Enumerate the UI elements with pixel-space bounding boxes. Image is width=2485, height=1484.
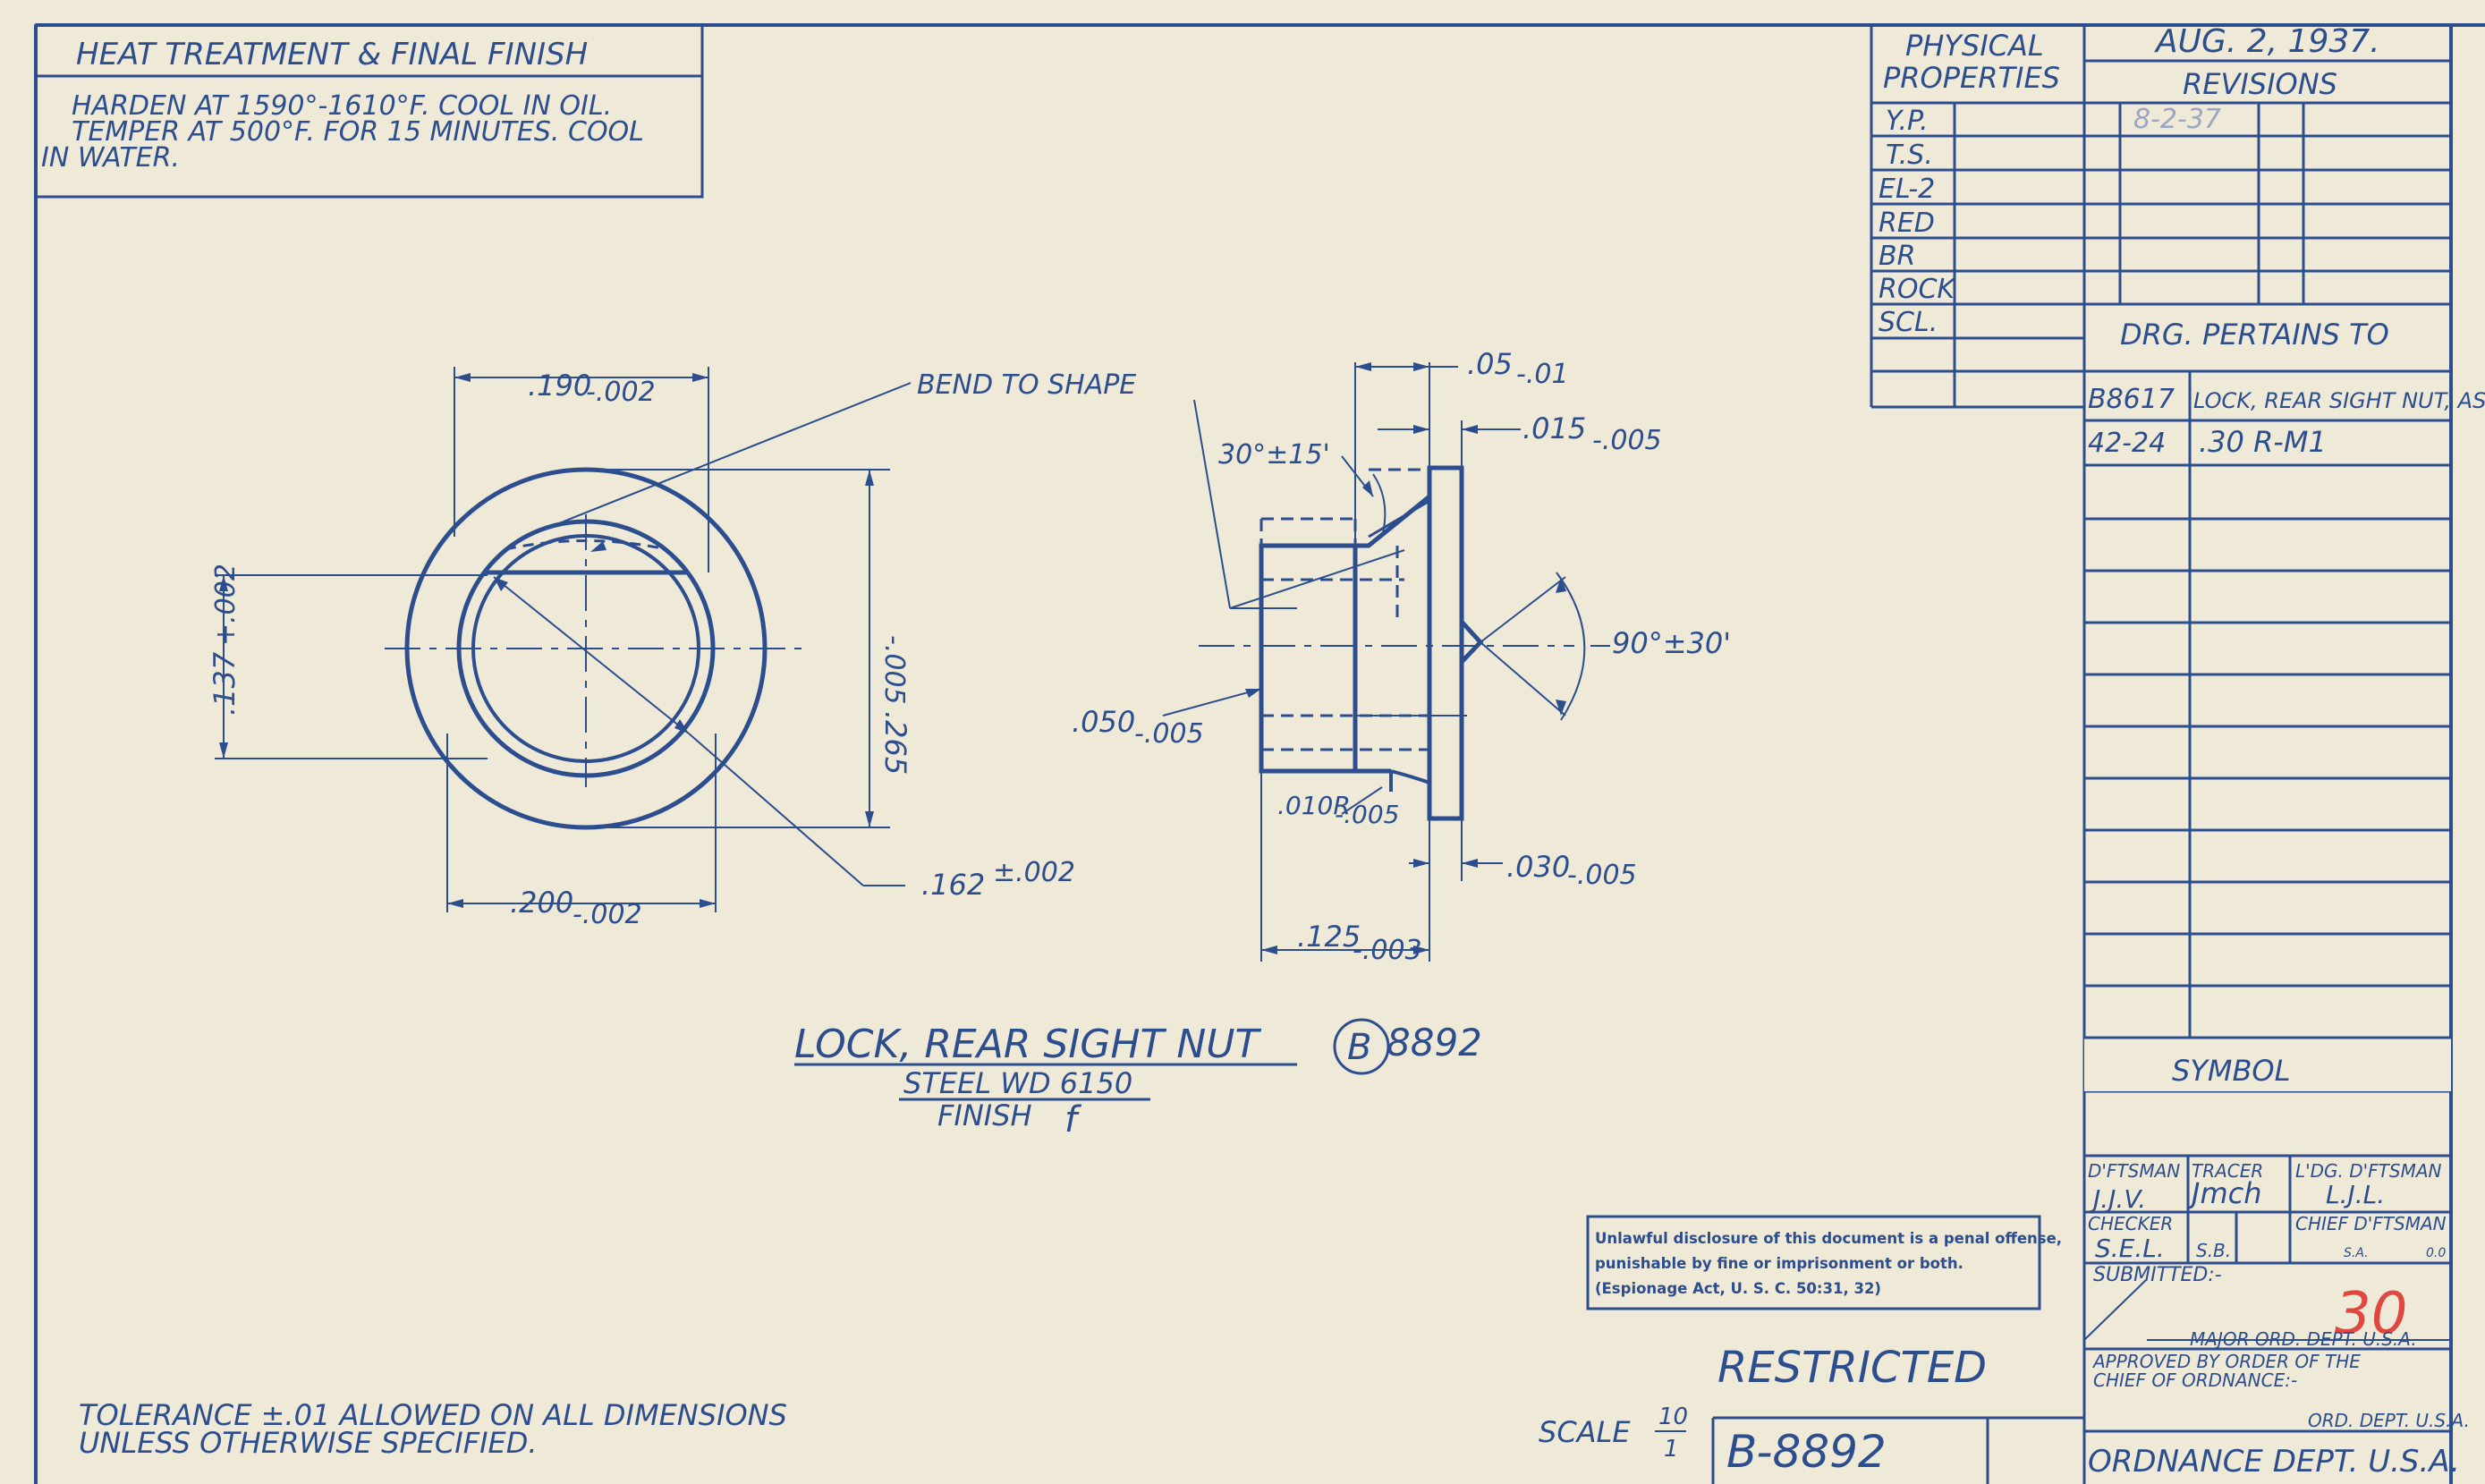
dim-shank: .050: [1072, 705, 1135, 739]
physical-properties-title-2: PROPERTIES: [1883, 61, 2060, 95]
dim-bottom-width-tol: -.002: [572, 899, 642, 930]
scale-block: SCALE 10 1: [1539, 1403, 1688, 1463]
espionage-warning-stamp: Unlawful disclosure of this document is …: [1586, 1215, 2062, 1310]
symbol-label: SYMBOL: [2172, 1054, 2290, 1088]
signature-checker-2: S.B.: [2196, 1240, 2231, 1261]
dim-left-height: .137: [208, 651, 242, 716]
dim-right-height-tol: -.005: [878, 635, 910, 705]
signature-tracer: Jmch: [2186, 1176, 2261, 1210]
part-finish: FINISH: [937, 1098, 1032, 1132]
dim-radius-tol: -.005: [1335, 800, 1399, 829]
pertains-row1-desc: LOCK, REAR SIGHT NUT, ASM.: [2193, 388, 2485, 413]
heat-treatment-line-3: IN WATER.: [41, 142, 180, 174]
heat-treatment-box: HEAT TREATMENT & FINAL FINISH HARDEN AT …: [34, 23, 704, 199]
label-draftsman: D'FTSMAN: [2088, 1160, 2180, 1182]
revisions-block: AUG. 2, 1937. REVISIONS 8-2-37: [2084, 23, 2451, 304]
drawing-number: B-8892: [1726, 1426, 1887, 1478]
tolerance-line-2: UNLESS OTHERWISE SPECIFIED.: [79, 1426, 538, 1460]
drawing-number-block: B-8892: [1711, 1416, 2084, 1484]
front-view-drawing: [215, 367, 912, 912]
physical-properties-table: PHYSICAL PROPERTIES Y.P. T.S. EL-2 RED B…: [1870, 25, 2451, 1484]
part-title: LOCK, REAR SIGHT NUT: [794, 1022, 1261, 1067]
signature-leading: L.J.L.: [2326, 1180, 2385, 1209]
label-ordnance-dept: ORDNANCE DEPT. U.S.A.: [2088, 1444, 2460, 1480]
revisions-date: AUG. 2, 1937.: [2154, 23, 2380, 60]
scale-numerator: 10: [1658, 1403, 1688, 1430]
signature-checker: S.E.L.: [2095, 1234, 2165, 1263]
signature-chief-2: 0.0: [2426, 1246, 2446, 1260]
pertains-row1-code: B8617: [2088, 384, 2175, 415]
property-br: BR: [1879, 241, 1915, 272]
side-view-arrowheads: [1245, 362, 1566, 954]
label-checker: CHECKER: [2088, 1213, 2173, 1234]
dim-vee-angle: 90°±30': [1612, 626, 1731, 660]
pertains-row2-desc: .30 R-M1: [2199, 425, 2327, 459]
front-view-arrowheads: [219, 373, 874, 908]
scale-label: SCALE: [1539, 1415, 1631, 1449]
scale-denominator: 1: [1664, 1436, 1679, 1463]
dim-inner-diameter: .162: [921, 868, 985, 902]
part-class-letter: B: [1347, 1027, 1371, 1068]
heat-treatment-title: HEAT TREATMENT & FINAL FINISH: [76, 37, 588, 72]
dim-shank-tol: -.005: [1134, 718, 1204, 750]
part-number: 8892: [1387, 1021, 1482, 1064]
dim-overall-length-tol: -.003: [1353, 935, 1422, 966]
dim-overall-length: .125: [1297, 920, 1361, 954]
property-ts: T.S.: [1886, 140, 1933, 171]
pertains-title: DRG. PERTAINS TO: [2120, 318, 2389, 352]
revisions-title: REVISIONS: [2183, 67, 2337, 101]
signature-block: D'FTSMAN TRACER L'DG. D'FTSMAN J.J.V. Jm…: [2083, 1154, 2470, 1480]
dim-flange-thickness: .015: [1522, 411, 1586, 445]
property-yp: Y.P.: [1886, 106, 1929, 137]
label-approved-1: APPROVED BY ORDER OF THE: [2091, 1351, 2361, 1372]
page-number: 30: [2335, 1281, 2407, 1347]
label-submitted: SUBMITTED:-: [2093, 1264, 2222, 1286]
revision-entry: 8-2-37: [2133, 104, 2221, 135]
dim-top-width-tol: -.002: [586, 377, 656, 408]
part-class-circle: [1333, 1018, 1390, 1075]
label-major: MAJOR ORD. DEPT. U.S.A.: [2190, 1328, 2417, 1350]
part-title-block: LOCK, REAR SIGHT NUT B 8892 STEEL WD 615…: [794, 1018, 1482, 1141]
dim-flange-top-tol: -.01: [1516, 359, 1569, 390]
label-ord-dept: ORD. DEPT. U.S.A.: [2308, 1410, 2470, 1431]
tolerance-line-1: TOLERANCE ±.01 ALLOWED ON ALL DIMENSIONS: [79, 1398, 787, 1432]
label-chief-draftsman: CHIEF D'FTSMAN: [2295, 1213, 2447, 1234]
dim-bend-angle: 30°±15': [1218, 439, 1330, 471]
side-view-drawing: [1162, 362, 1610, 962]
signature-draftsman: J.J.V.: [2089, 1184, 2146, 1214]
heat-treatment-line-1: HARDEN AT 1590°-1610°F. COOL IN OIL.: [72, 90, 612, 122]
label-approved-2: CHIEF OF ORDNANCE:-: [2093, 1370, 2297, 1391]
pertains-row2-code: 42-24: [2088, 428, 2166, 459]
warning-line-1: Unlawful disclosure of this document is …: [1595, 1230, 2062, 1247]
label-tracer: TRACER: [2192, 1160, 2263, 1182]
dim-top-width: .190: [528, 369, 591, 403]
pertains-block: DRG. PERTAINS TO B8617 LOCK, REAR SIGHT …: [2084, 318, 2485, 1093]
warning-line-3: (Espionage Act, U. S. C. 50:31, 32): [1595, 1280, 1881, 1297]
dim-flange-top: .05: [1467, 347, 1513, 381]
label-leading-draftsman: L'DG. D'FTSMAN: [2295, 1160, 2442, 1182]
restricted-stamp: RESTRICTED: [1717, 1343, 1987, 1393]
heat-treatment-line-2: TEMPER AT 500°F. FOR 15 MINUTES. COOL: [72, 116, 644, 148]
note-bend-to-shape: BEND TO SHAPE: [917, 369, 1136, 401]
warning-line-2: punishable by fine or imprisonment or bo…: [1595, 1255, 1963, 1272]
physical-properties-title-1: PHYSICAL: [1905, 29, 2044, 63]
signature-chief-1: S.A.: [2344, 1246, 2369, 1260]
property-scl: SCL.: [1879, 307, 1938, 338]
property-el2: EL-2: [1879, 174, 1935, 205]
property-rock: ROCK: [1879, 274, 1956, 305]
dim-bottom-flange-tol: -.005: [1567, 860, 1637, 891]
dim-bottom-width: .200: [510, 886, 573, 920]
dim-bottom-flange: .030: [1506, 850, 1570, 884]
part-material: STEEL WD 6150: [903, 1066, 1132, 1100]
property-red: RED: [1879, 208, 1935, 239]
dim-right-height: .265: [878, 711, 912, 775]
dim-inner-diameter-tol: ±.002: [993, 857, 1075, 888]
dim-radius: .010R: [1277, 791, 1351, 820]
dim-left-height-tol: +.002: [210, 564, 242, 646]
dim-flange-thickness-tol: -.005: [1592, 425, 1662, 456]
